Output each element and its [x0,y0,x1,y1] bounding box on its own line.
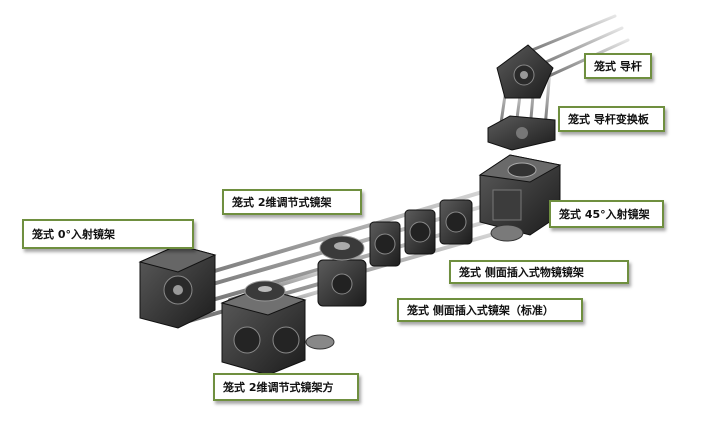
label-side-insert-mount-standard: 笼式 侧面插入式镜架（标准） [397,298,583,322]
label-side-insert-objective-mount: 笼式 侧面插入式物镜镜架 [449,260,629,284]
mount-0-incidence [138,244,217,329]
mount-2d-middle [317,235,367,307]
mount-2d-cube [220,280,335,376]
label-mount-2d-adjustable-cube: 笼式 2维调节式镜架方 [213,373,359,401]
side-insert-mounts [369,199,473,267]
label-mount-2d-adjustable: 笼式 2维调节式镜架 [222,189,362,215]
rod-adapter-plate [487,115,556,151]
top-45-mount [496,44,554,99]
label-mount-0-incidence: 笼式 0°入射镜架 [22,219,194,249]
label-rod-adapter-plate: 笼式 导杆变换板 [558,106,665,132]
mount-45-cube [478,154,562,242]
label-mount-45-incidence: 笼式 45°入射镜架 [549,200,664,228]
label-cage-rod: 笼式 导杆 [584,53,652,79]
